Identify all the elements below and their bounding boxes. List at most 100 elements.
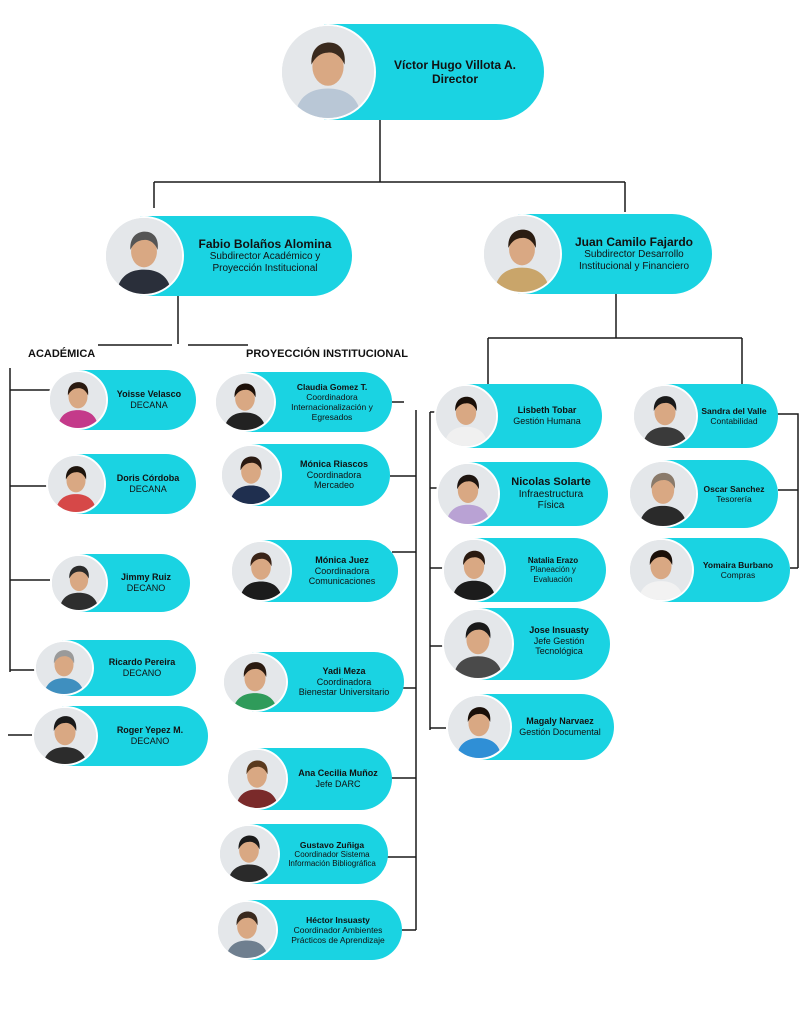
- org-node-roger: Roger Yepez M. DECANO: [32, 706, 208, 766]
- org-node-nicolas: Nicolas Solarte Infraestructura Física: [436, 462, 608, 526]
- person-name: Fabio Bolaños Alomina: [198, 237, 332, 252]
- org-node-gustavo: Gustavo Zuñiga Coordinador Sistema Infor…: [218, 824, 388, 884]
- person-photo: [434, 384, 498, 448]
- org-node-ana-cecilia: Ana Cecilia Muñoz Jefe DARC: [226, 748, 392, 810]
- person-name: Nicolas Solarte: [511, 475, 591, 488]
- person-role: Jefe Gestión: [533, 635, 585, 646]
- person-role: Coordinador Ambientes: [293, 924, 383, 935]
- person-photo: [34, 640, 94, 696]
- person-role: Comunicaciones: [308, 576, 376, 587]
- person-role: Información Bibliográfica: [288, 859, 376, 868]
- person-photo: [50, 554, 108, 612]
- person-name: Ricardo Pereira: [108, 657, 176, 668]
- org-node-yomaira: Yomaira Burbano Compras: [628, 538, 790, 602]
- person-photo: [482, 214, 562, 294]
- section-heading-proyeccion: PROYECCIÓN INSTITUCIONAL: [246, 348, 408, 360]
- person-role: Coordinadora: [306, 469, 362, 480]
- org-node-fabio: Fabio Bolaños Alomina Subdirector Académ…: [104, 216, 352, 296]
- org-node-juan: Juan Camilo Fajardo Subdirector Desarrol…: [482, 214, 712, 294]
- person-role: Compras: [720, 570, 756, 580]
- person-photo: [220, 444, 282, 506]
- person-name: Sandra del Valle: [701, 405, 767, 416]
- person-name: Roger Yepez M.: [116, 725, 184, 736]
- person-role: DECANO: [126, 583, 166, 593]
- person-photo: [230, 540, 292, 602]
- org-node-monica-juez: Mónica Juez Coordinadora Comunicaciones: [230, 540, 398, 602]
- org-node-yadi: Yadi Meza Coordinadora Bienestar Univers…: [222, 652, 404, 712]
- person-name: Gustavo Zuñiga: [299, 839, 365, 850]
- person-role: Gestión Humana: [513, 416, 581, 426]
- org-node-doris: Doris Córdoba DECANA: [46, 454, 196, 514]
- person-photo: [442, 608, 514, 680]
- person-role: DECANA: [129, 484, 167, 494]
- person-photo: [226, 748, 288, 810]
- org-node-jimmy: Jimmy Ruiz DECANO: [50, 554, 190, 612]
- person-role: Coordinadora: [316, 676, 372, 687]
- person-role: DECANO: [122, 668, 162, 678]
- org-node-director: Víctor Hugo Villota A. Director: [280, 24, 544, 120]
- person-role: Subdirector Académico y: [209, 251, 321, 263]
- person-role: Física: [537, 500, 565, 512]
- person-photo: [442, 538, 506, 602]
- person-role: Bienestar Universitario: [298, 687, 390, 698]
- org-node-claudia: Claudia Gomez T. Coordinadora Internacio…: [214, 372, 392, 432]
- person-photo: [32, 706, 98, 766]
- person-role: Coordinadora: [314, 565, 370, 576]
- person-name: Yoisse Velasco: [116, 389, 182, 400]
- person-name: Yomaira Burbano: [702, 559, 774, 570]
- person-role: DECANO: [130, 736, 170, 746]
- org-node-ricardo: Ricardo Pereira DECANO: [34, 640, 196, 696]
- person-role: Internacionalización y: [291, 402, 373, 412]
- person-name: Doris Córdoba: [116, 473, 180, 484]
- person-photo: [104, 216, 184, 296]
- person-role: Institucional y Financiero: [578, 261, 690, 273]
- person-photo: [218, 824, 280, 884]
- person-name: Natalia Erazo: [527, 555, 579, 565]
- org-node-lisbeth: Lisbeth Tobar Gestión Humana: [434, 384, 602, 448]
- person-role: Prácticos de Aprendizaje: [291, 935, 385, 945]
- org-node-magaly: Magaly Narvaez Gestión Documental: [446, 694, 614, 760]
- person-role: DECANA: [130, 400, 168, 410]
- person-name: Juan Camilo Fajardo: [574, 235, 694, 250]
- person-photo: [214, 372, 276, 432]
- person-role: Tecnológica: [535, 646, 583, 657]
- person-role: Infraestructura: [518, 488, 584, 500]
- person-photo: [632, 384, 698, 448]
- person-photo: [446, 694, 512, 760]
- org-node-natalia: Natalia Erazo Planeación y Evaluación: [442, 538, 606, 602]
- person-role: Subdirector Desarrollo: [584, 249, 684, 261]
- person-name: Jose Insuasty: [529, 625, 589, 636]
- person-role: Egresados: [311, 412, 353, 423]
- person-name: Magaly Narvaez: [526, 716, 594, 727]
- person-role: Tesorería: [716, 494, 752, 504]
- person-name: Claudia Gomez T.: [296, 381, 368, 392]
- person-photo: [48, 370, 108, 430]
- person-role: Director: [431, 72, 478, 86]
- section-heading-academica: ACADÉMICA: [28, 348, 96, 360]
- person-role: Mercadeo: [313, 480, 355, 491]
- person-name: Mónica Riascos: [299, 459, 369, 470]
- org-node-oscar: Oscar Sanchez Tesorería: [628, 460, 778, 528]
- person-name: Jimmy Ruiz: [120, 572, 171, 583]
- person-role: Planeación y: [530, 565, 576, 575]
- org-node-monica-riascos: Mónica Riascos Coordinadora Mercadeo: [220, 444, 390, 506]
- person-name: Mónica Juez: [315, 555, 369, 566]
- person-name: Ana Cecilia Muñoz: [298, 768, 378, 779]
- person-role: Evaluación: [533, 574, 573, 584]
- person-name: Yadi Meza: [322, 666, 366, 677]
- person-photo: [222, 652, 288, 712]
- person-photo: [628, 460, 698, 528]
- person-role: Jefe DARC: [315, 779, 361, 789]
- org-node-hector: Héctor Insuasty Coordinador Ambientes Pr…: [216, 900, 402, 960]
- person-name: Lisbeth Tobar: [517, 405, 577, 416]
- person-role: Coordinador Sistema: [294, 849, 370, 859]
- person-name: Oscar Sanchez: [703, 483, 765, 494]
- person-photo: [280, 24, 376, 120]
- org-node-jose: Jose Insuasty Jefe Gestión Tecnológica: [442, 608, 610, 680]
- person-photo: [436, 462, 500, 526]
- org-node-sandra: Sandra del Valle Contabilidad: [632, 384, 778, 448]
- person-name: Héctor Insuasty: [306, 914, 370, 925]
- person-role: Contabilidad: [710, 416, 758, 426]
- person-role: Gestión Documental: [519, 727, 601, 737]
- org-node-yoisse: Yoisse Velasco DECANA: [48, 370, 196, 430]
